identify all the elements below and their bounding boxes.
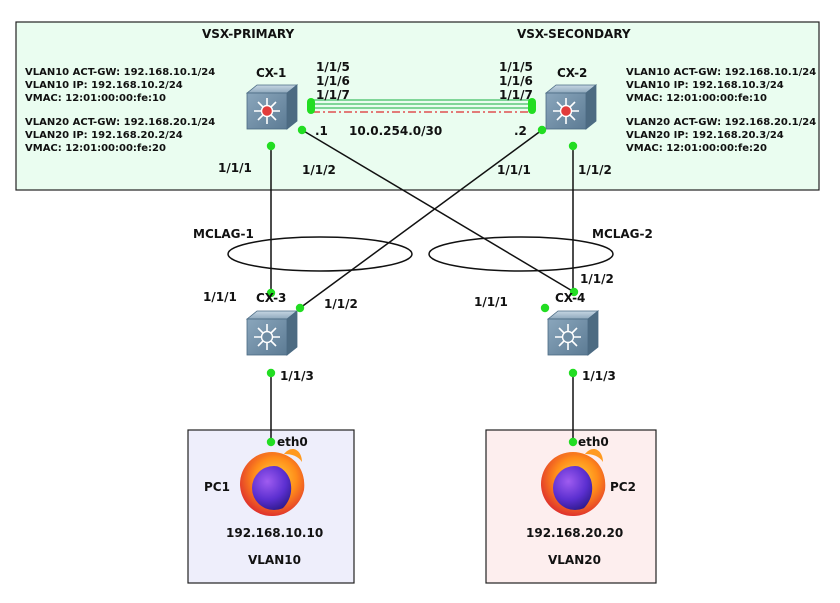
switch-cx1-icon[interactable] (245, 84, 299, 130)
switch-cx3-icon[interactable] (245, 310, 299, 356)
cx1-vlan10-ip: VLAN10 IP: 192.168.10.2/24 (25, 80, 183, 91)
pc1-vlan: VLAN10 (248, 553, 301, 567)
pc1-iface: eth0 (277, 435, 308, 449)
isl-port-cx2-7: 1/1/7 (499, 88, 533, 102)
cx1-port-down2: 1/1/2 (302, 163, 336, 177)
firefox-icon (541, 448, 606, 516)
cx4-port-up2: 1/1/2 (580, 272, 614, 286)
mclag-2-ellipse (428, 236, 614, 272)
cx1-info: VLAN10 ACT-GW: 192.168.10.1/24 VLAN10 IP… (25, 66, 215, 105)
cx1-vmac20: VMAC: 12:01:00:00:fe:20 (25, 143, 166, 154)
pc2-ip: 192.168.20.20 (526, 526, 624, 540)
switch-cx2-icon[interactable] (544, 84, 598, 130)
firefox-icon (240, 448, 305, 516)
mclag-2-label: MCLAG-2 (592, 227, 653, 241)
isl-port-cx2-5: 1/1/5 (499, 60, 533, 74)
pc1-name: PC1 (204, 480, 230, 494)
pc1-ip: 192.168.10.10 (226, 526, 324, 540)
cx2-vlan10-gw: VLAN10 ACT-GW: 192.168.10.1/24 (626, 67, 817, 78)
cx1-vlan20-gw: VLAN20 ACT-GW: 192.168.20.1/24 (25, 117, 216, 128)
cx2-label: CX-2 (557, 66, 588, 80)
cx2-info: VLAN10 ACT-GW: 192.168.10.1/24 VLAN10 IP… (626, 66, 816, 105)
cx2-vmac10: VMAC: 12:01:00:00:fe:10 (626, 93, 767, 104)
isl-links (312, 99, 531, 113)
cx1-vlan20-ip: VLAN20 IP: 192.168.20.2/24 (25, 130, 183, 141)
isl-port-dots (307, 98, 536, 114)
vsx-primary-title: VSX-PRIMARY (202, 27, 295, 41)
isl-subnet: 10.0.254.0/30 (349, 124, 443, 138)
link-dots (266, 125, 579, 447)
switch-cx4-icon[interactable] (546, 310, 600, 356)
link-cx2-cx3 (299, 129, 543, 309)
vsx-zone (15, 21, 820, 191)
isl-port-cx1-5: 1/1/5 (316, 60, 350, 74)
cx2-info-vlan20: VLAN20 ACT-GW: 192.168.20.1/24 VLAN20 IP… (626, 116, 816, 155)
cx2-vlan20-ip: VLAN20 IP: 192.168.20.3/24 (626, 130, 784, 141)
pc2-iface: eth0 (578, 435, 609, 449)
cx1-vmac10: VMAC: 12:01:00:00:fe:10 (25, 93, 166, 104)
isl-port-cx2-6: 1/1/6 (499, 74, 533, 88)
cx3-port-down: 1/1/3 (280, 369, 314, 383)
vsx-secondary-title: VSX-SECONDARY (517, 27, 631, 41)
cx1-isl-address: .1 (315, 124, 328, 138)
cx4-label: CX-4 (555, 291, 586, 305)
pc2-name: PC2 (610, 480, 636, 494)
cx2-port-down2: 1/1/2 (578, 163, 612, 177)
cx1-port-down1: 1/1/1 (218, 161, 252, 175)
cx3-label: CX-3 (256, 291, 287, 305)
cx2-isl-address: .2 (514, 124, 527, 138)
cx4-port-down: 1/1/3 (582, 369, 616, 383)
cx3-port-up1: 1/1/1 (203, 290, 237, 304)
cx2-port-down1: 1/1/1 (497, 163, 531, 177)
cx1-info-vlan20: VLAN20 ACT-GW: 192.168.20.1/24 VLAN20 IP… (25, 116, 215, 155)
cx4-port-up1: 1/1/1 (474, 295, 508, 309)
mclag-1-ellipse (227, 236, 413, 272)
mclag-1-label: MCLAG-1 (193, 227, 254, 241)
link-cx1-cx4 (301, 129, 575, 293)
isl-port-cx1-6: 1/1/6 (316, 74, 350, 88)
cx1-label: CX-1 (256, 66, 287, 80)
cx2-vlan10-ip: VLAN10 IP: 192.168.10.3/24 (626, 80, 784, 91)
cx1-vlan10-gw: VLAN10 ACT-GW: 192.168.10.1/24 (25, 67, 216, 78)
cx2-vmac20: VMAC: 12:01:00:00:fe:20 (626, 143, 767, 154)
cx2-vlan20-gw: VLAN20 ACT-GW: 192.168.20.1/24 (626, 117, 817, 128)
cx3-port-up2: 1/1/2 (324, 297, 358, 311)
pc2-vlan: VLAN20 (548, 553, 601, 567)
isl-port-cx1-7: 1/1/7 (316, 88, 350, 102)
